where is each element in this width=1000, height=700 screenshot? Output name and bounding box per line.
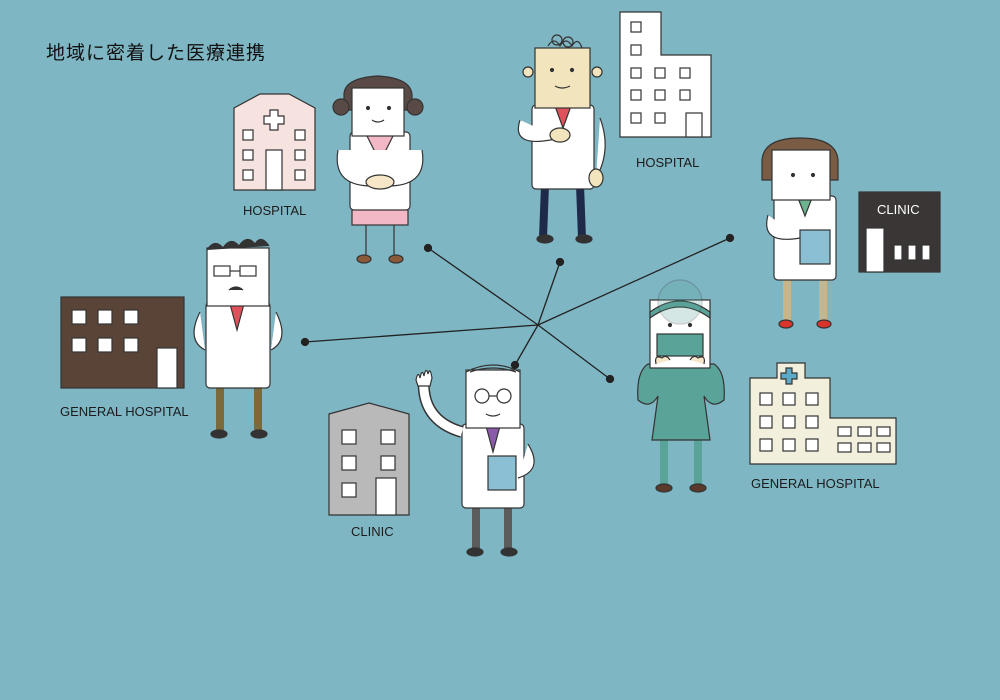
nurse-green-dress-figure [761,137,839,329]
doctor-tan-figure [517,34,606,244]
page-title: 地域に密着した医療連携 [46,42,267,64]
clinic-gray-building [328,402,410,516]
connection-lines [300,233,735,384]
nurse-pink-figure [332,75,424,264]
surgeon-masked-figure [637,279,725,493]
general-hospital-cream-label: GENERAL HOSPITAL [751,476,880,491]
node-dot [555,257,565,267]
hospital-white-label: HOSPITAL [636,155,700,170]
general-hospital-brown-label: GENERAL HOSPITAL [60,404,189,419]
cross-icon [263,109,285,131]
clinic-gray-label: CLINIC [351,524,394,539]
cross-icon [780,367,798,385]
node-dot [423,243,433,253]
node-dot [510,360,520,370]
clinic-black-building [858,191,941,273]
hospital-pink-label: HOSPITAL [243,203,307,218]
hospital-white-building [619,11,712,138]
node-dot [725,233,735,243]
node-dot [605,374,615,384]
general-hospital-cream-building [749,362,897,465]
clinic-black-label: CLINIC [877,202,920,217]
hospital-pink-building [233,93,316,191]
general-hospital-brown-building [60,296,185,389]
node-dot [300,337,310,347]
doctor-waving-figure [415,364,535,557]
doctor-glasses-mustache-figure [193,238,283,439]
